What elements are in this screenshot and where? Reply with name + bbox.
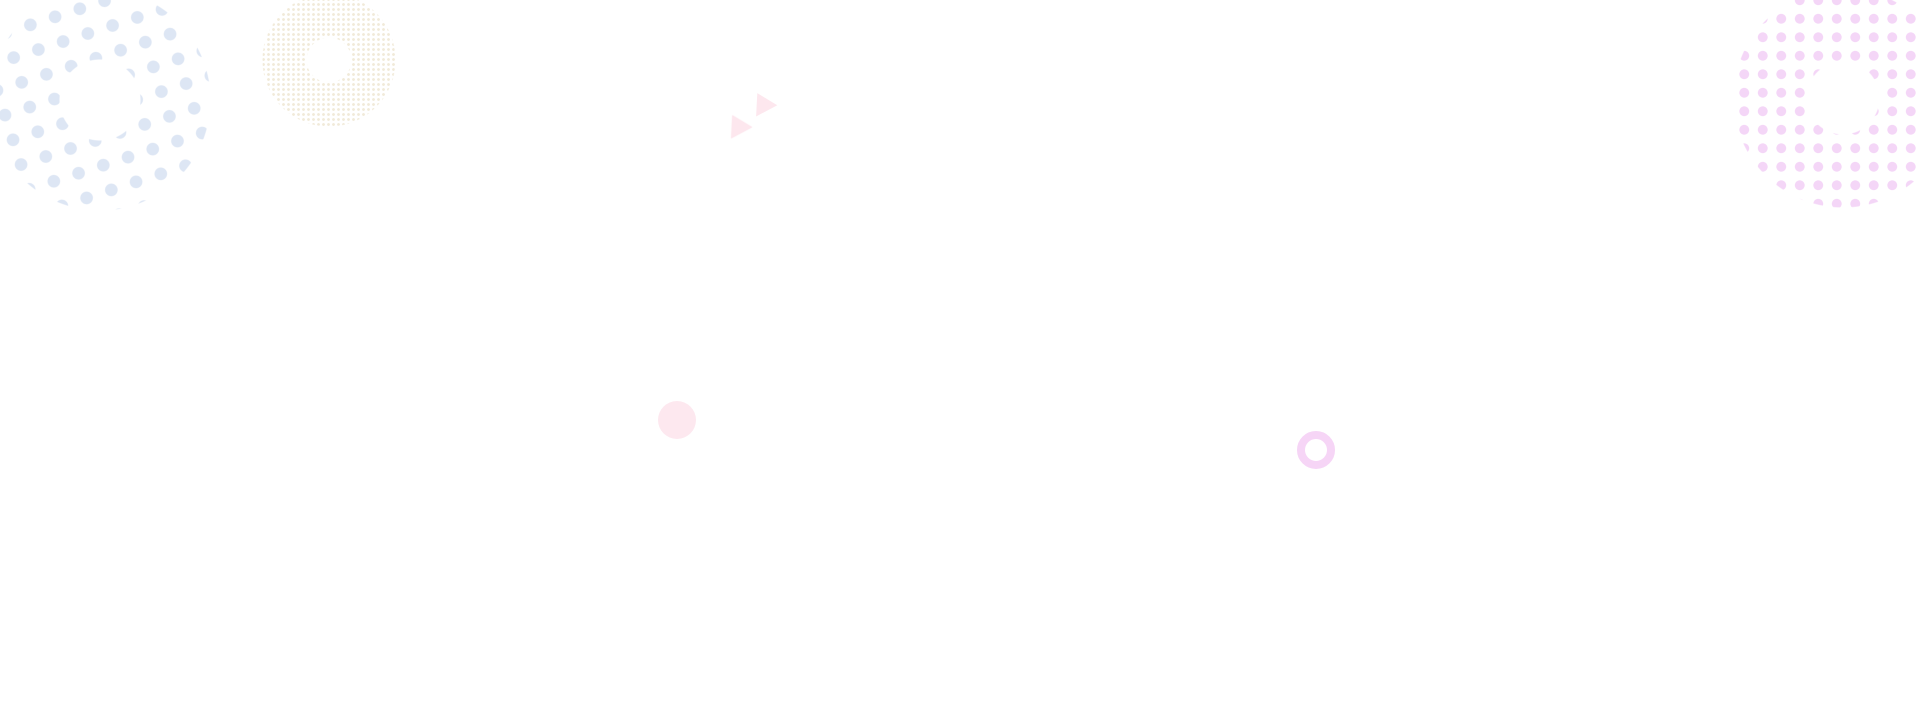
- blue-dotted-ring-decoration: [0, 0, 242, 242]
- beige-dotted-ring-decoration: [261, 0, 397, 128]
- pink-dotted-ring-decoration: [1733, 0, 1920, 208]
- pink-hollow-ring-decoration: [1297, 431, 1335, 469]
- pink-circle-decoration: [658, 401, 696, 439]
- pink-triangle-decoration-left: [721, 109, 753, 139]
- pink-triangle-decoration-right: [746, 87, 778, 117]
